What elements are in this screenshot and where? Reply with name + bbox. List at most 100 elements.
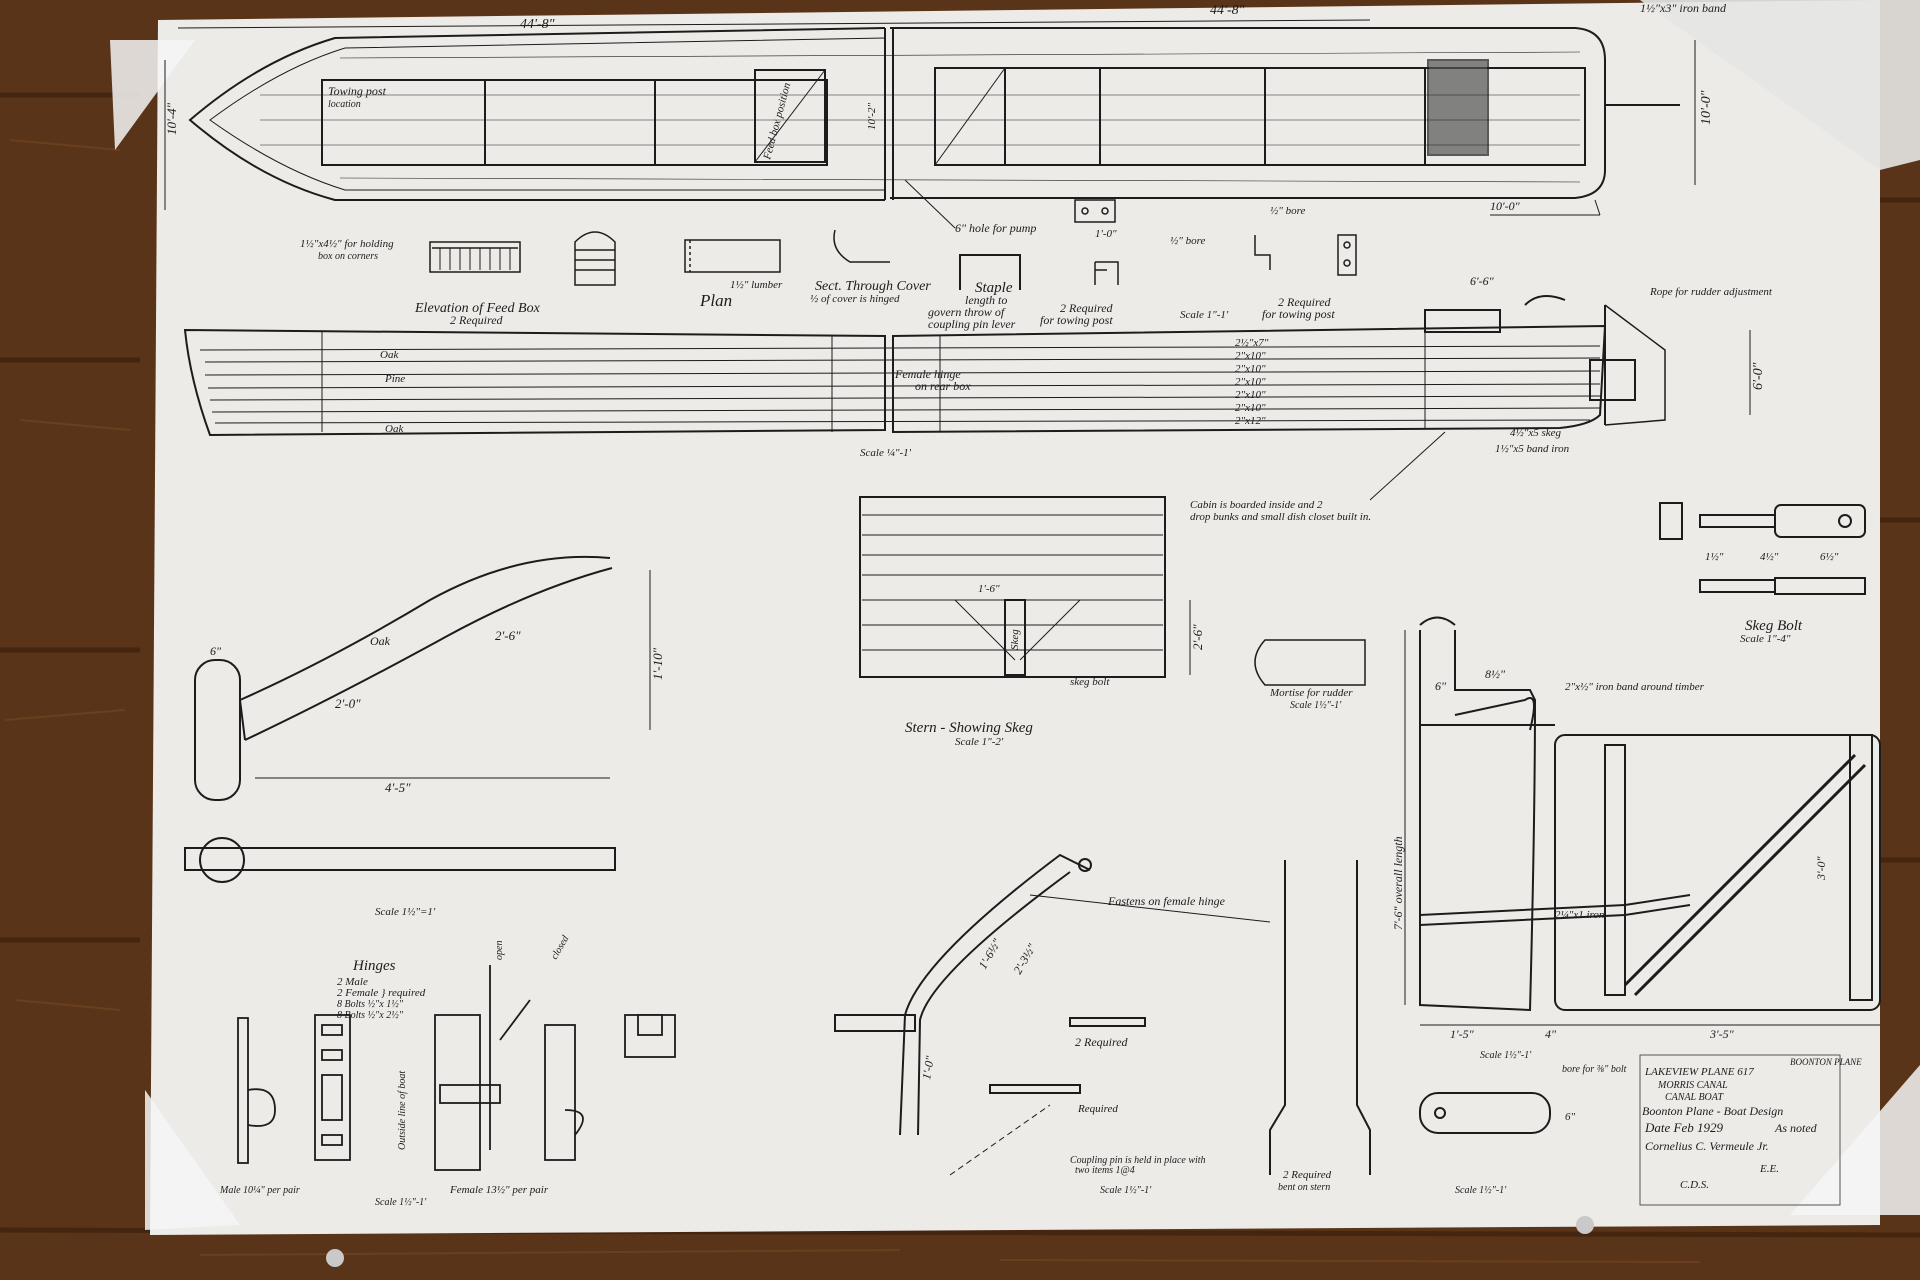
rudder-width: 3'-5" (1709, 1027, 1735, 1041)
title-line-1: LAKEVIEW PLANE 617 (1644, 1066, 1754, 1078)
plank-size: 2"x10" (1235, 389, 1266, 401)
skeg-bolt-d3: 6½" (1820, 551, 1839, 563)
tiller-rise: 1'-10" (650, 647, 665, 680)
towing-post-sublabel: location (328, 99, 361, 110)
rudder-band: 2"x½" iron band around timber (1565, 681, 1705, 693)
section-subtitle: ½ of cover is hinged (810, 293, 900, 305)
feed-box-required: 2 Required (450, 313, 504, 327)
plan-width-bottom: 10'-0" (1490, 199, 1521, 213)
tiller-len2: 2'-0" (335, 696, 361, 711)
pins-drawing (1269, 860, 1551, 1175)
pins-bore: bore for ⅜" bolt (1562, 1064, 1627, 1075)
elev-oak-top: Oak (380, 349, 399, 361)
plan-beam-left: 10'-4" (164, 102, 179, 135)
towing-post-required: 2 Required (1060, 301, 1114, 315)
hinges-drawing (237, 965, 676, 1171)
paper (150, 0, 1880, 1235)
barge-plan-view (164, 19, 1696, 216)
pins-bent: bent on stern (1278, 1182, 1330, 1193)
hinges-title: Hinges (352, 958, 396, 974)
stern-skeg-bolt: skeg bolt (1070, 676, 1110, 688)
lumber-label: 1½" lumber (730, 279, 783, 291)
title-line-3: CANAL BOAT (1665, 1092, 1725, 1103)
coupling-required: 2 Required (1075, 1035, 1129, 1049)
stern-skeg-drawing (859, 496, 1366, 686)
corner-clip-top-left (110, 40, 195, 150)
plank-size: 2"x10" (1235, 402, 1266, 414)
pump-hole-label: 6" hole for pump (955, 221, 1036, 235)
cabin-note-1: Cabin is boarded inside and 2 (1190, 499, 1323, 511)
mortise-scale: Scale 1½"-1' (1290, 700, 1342, 711)
towing-post-for-2: for towing post (1262, 307, 1335, 321)
scale-detail: Scale 1"-1' (1180, 309, 1229, 321)
stern-title: Stern - Showing Skeg (905, 720, 1033, 736)
towing-post-label: Towing post (328, 84, 387, 98)
coupling-fastens: Fastens on female hinge (1107, 894, 1226, 908)
title-line-2: MORRIS CANAL (1657, 1080, 1728, 1091)
tiller-drawing (184, 555, 651, 883)
section-title: Sect. Through Cover (815, 279, 931, 294)
elev-pine: Pine (384, 373, 405, 385)
corner-clip-bottom-left (145, 1090, 240, 1230)
plank-size: 2"x10" (1235, 376, 1266, 388)
coupling-lever-drawing (834, 853, 1271, 1176)
feed-box-title: Elevation of Feed Box (414, 301, 541, 316)
plank-size: 2½"x7" (1235, 337, 1269, 349)
rudder-d15: 1'-5" (1450, 1027, 1475, 1041)
staple-sub-1: length to (965, 293, 1007, 307)
skeg-bolt-d2: 4½" (1760, 551, 1779, 563)
coupling-required-2: Required (1077, 1103, 1118, 1115)
plan-detail-label: Plan (699, 291, 732, 310)
tiller-len1: 2'-6" (495, 628, 521, 643)
towing-post-required-2: 2 Required (1278, 295, 1332, 309)
rudder-overall: 7'-6" overall length (1391, 836, 1405, 930)
tiller-d6: 6" (210, 644, 222, 658)
plank-size: 2"x10" (1235, 350, 1266, 362)
plan-length-left: 44'-8" (520, 17, 555, 32)
dim-one-foot: 1'-0" (1095, 228, 1117, 240)
title-line-4: Boonton Plane - Boat Design (1642, 1104, 1783, 1118)
title-line-6: Cornelius C. Vermeule Jr. (1645, 1139, 1769, 1153)
elev-scale: Scale ¼"-1' (860, 447, 912, 459)
pins-d6: 6" (1565, 1111, 1576, 1123)
title-as-noted: As noted (1774, 1121, 1818, 1135)
female-hinge-label: Female hinge (894, 367, 961, 381)
hinges-scale: Scale 1½"-1' (375, 1197, 427, 1208)
title-date: Date Feb 1929 (1644, 1120, 1723, 1135)
hinges-outside-line: Outside line of boat (397, 1071, 408, 1150)
stern-skeg: Skeg (1009, 629, 1021, 650)
stern-scale: Scale 1"-2' (955, 736, 1004, 748)
tiller-oak: Oak (370, 634, 391, 648)
hinges-req-1: 2 Male (337, 976, 368, 988)
skeg-bolt-d1: 1½" (1705, 551, 1724, 563)
feed-box-elevation (429, 199, 1357, 290)
hinges-male: Male 10¼" per pair (219, 1185, 300, 1196)
pins-required: 2 Required (1283, 1169, 1332, 1181)
nail (1576, 1216, 1594, 1234)
skeg-bolt-title: Skeg Bolt (1745, 618, 1803, 634)
rudder-d8: 8½" (1485, 667, 1506, 681)
coupling-scale: Scale 1½"-1' (1100, 1185, 1152, 1196)
plan-length-right: 44'-8" (1210, 3, 1245, 18)
title-line-7: E.E. (1759, 1163, 1779, 1175)
plank-size: 2"x12" (1235, 415, 1266, 427)
skeg-label: 4½"x5 skeg (1510, 427, 1562, 439)
cabin-dim: 6'-6" (1470, 274, 1495, 288)
tiller-scale: Scale 1½"=1' (375, 906, 436, 918)
stern-d16: 1'-6" (978, 583, 1000, 595)
rudder-d6: 6" (1435, 679, 1447, 693)
holding-box-label-2: box on corners (318, 251, 378, 262)
title-line-8: C.D.S. (1680, 1179, 1709, 1191)
hinges-open: open (494, 941, 505, 960)
hinges-req-3: 8 Bolts ½"x 1½" (337, 999, 404, 1010)
rudder-iron: 2¼"x1 iron (1555, 909, 1605, 921)
rudder-height: 3'-0" (1814, 855, 1828, 881)
rudder-scale: Scale 1½"-1' (1480, 1050, 1532, 1061)
skeg-bolt-scale: Scale 1"-4" (1740, 633, 1791, 645)
elev-oak-bottom: Oak (385, 423, 404, 435)
barge-side-elevation (183, 295, 1751, 437)
corner-clip-bottom-right (1790, 1065, 1920, 1215)
stern-height: 2'-6" (1190, 624, 1205, 650)
plan-mid-dim: 10'-2" (866, 102, 878, 130)
